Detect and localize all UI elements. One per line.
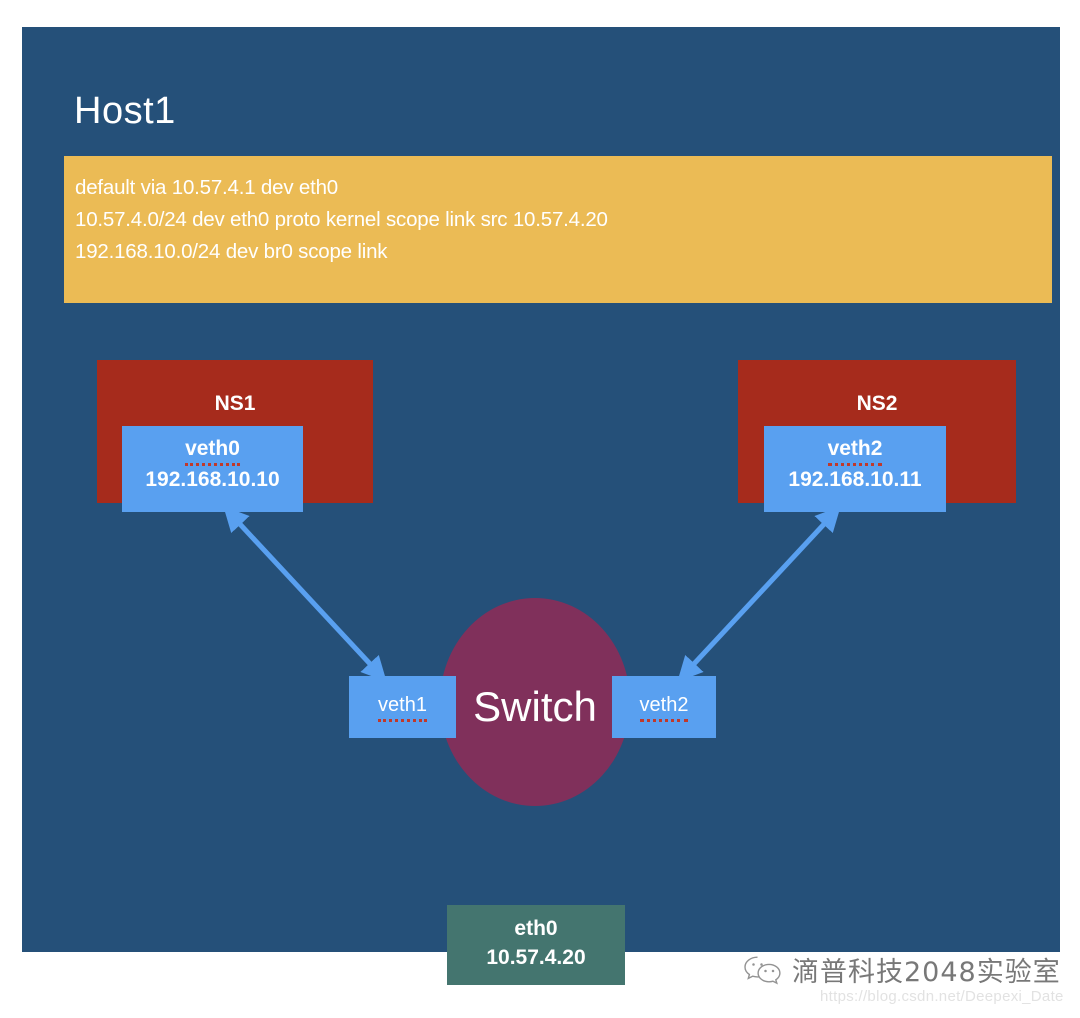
interface-name: veth1 xyxy=(378,692,427,722)
route-entry: 192.168.10.0/24 dev br0 scope link xyxy=(75,240,388,263)
namespace-label: NS1 xyxy=(214,392,256,415)
interface-ip: 192.168.10.10 xyxy=(145,468,280,491)
interface-name: veth2 xyxy=(827,436,883,466)
switch-label: Switch xyxy=(473,683,597,730)
host-nic-box-eth0: eth0 10.57.4.20 xyxy=(447,905,625,985)
interface-name: eth0 xyxy=(514,917,558,940)
switch-port-veth1: veth1 xyxy=(349,676,456,738)
route-entry: 10.57.4.0/24 dev eth0 proto kernel scope… xyxy=(75,208,608,231)
interface-ip: 10.57.4.20 xyxy=(486,946,586,969)
interface-box-veth0: veth0 192.168.10.10 xyxy=(122,426,303,512)
namespace-label: NS2 xyxy=(856,392,898,415)
watermark: 滴普科技2048实验室 https://blog.csdn.net/Deepex… xyxy=(742,950,1072,1016)
switch-circle xyxy=(440,598,630,806)
route-entry: default via 10.57.4.1 dev eth0 xyxy=(75,176,338,199)
interface-ip: 192.168.10.11 xyxy=(788,468,922,491)
page-title: Host1 xyxy=(74,90,176,132)
watermark-url: https://blog.csdn.net/Deepexi_Date xyxy=(820,988,1064,1005)
interface-name: veth0 xyxy=(185,436,240,466)
wechat-icon xyxy=(744,956,781,984)
interface-name: veth2 xyxy=(639,692,689,722)
routing-table-box: default via 10.57.4.1 dev eth0 10.57.4.0… xyxy=(64,156,1052,303)
watermark-text: 滴普科技2048实验室 xyxy=(792,957,1061,988)
interface-box-veth2-ns2: veth2 192.168.10.11 xyxy=(764,426,946,512)
switch-port-veth2: veth2 xyxy=(612,676,716,738)
